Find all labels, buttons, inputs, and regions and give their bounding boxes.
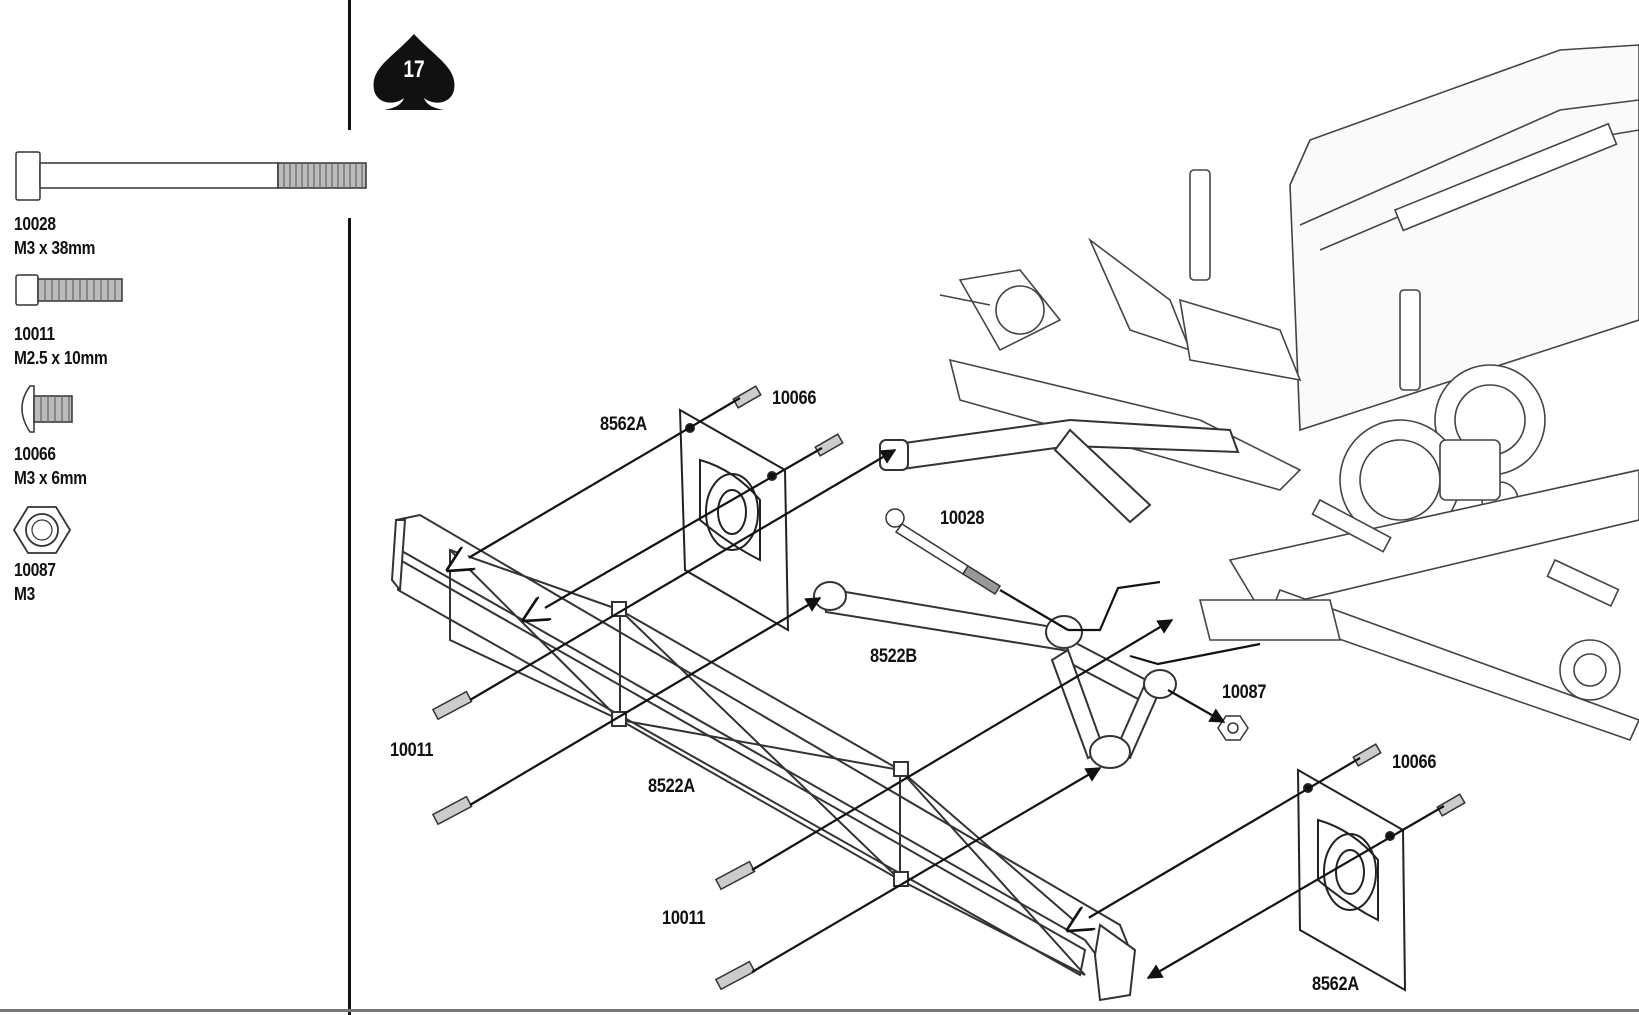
screw-10066-b [814, 433, 844, 457]
long-cap-screw-icon [15, 151, 367, 201]
mud-flap-8562a-bottom [1296, 768, 1407, 992]
screw-10011-4 [714, 960, 756, 991]
callout-10011-left: 10011 [390, 740, 434, 761]
step-number: 17 [403, 56, 425, 83]
callout-10087: 10087 [1222, 682, 1267, 703]
screw-10028 [885, 508, 1002, 596]
part-size: M3 x 38mm [14, 238, 96, 258]
part-number: 10087 [14, 560, 56, 580]
hardware-item-10087: 10087 M3 [14, 558, 56, 606]
part-number: 10066 [14, 444, 56, 464]
part-size: M2.5 x 10mm [14, 348, 108, 368]
lock-nut-icon [12, 506, 72, 554]
screw-10066-c [1352, 743, 1382, 767]
panel-divider [348, 0, 351, 1015]
assembly-arrows [448, 397, 1445, 979]
callout-10066-bottom: 10066 [1392, 752, 1437, 773]
mud-flap-8562a-top [678, 408, 790, 632]
part-size: M3 x 6mm [14, 468, 87, 488]
part-number: 10011 [14, 324, 55, 344]
lower-arm-8522b [813, 581, 1177, 769]
callout-8522b: 8522B [870, 646, 917, 667]
rear-brace-8522a [390, 513, 1137, 1002]
upper-arm-8522b [879, 418, 1240, 524]
cap-screw-icon [15, 274, 123, 306]
screw-10011-3 [714, 860, 756, 891]
callout-8562a-top: 8562A [600, 414, 647, 435]
screw-10066-a [732, 385, 762, 409]
screw-10066-d [1436, 793, 1466, 817]
callout-10011-bottom: 10011 [662, 908, 706, 929]
callout-10028: 10028 [940, 508, 985, 529]
nut-10087 [1217, 715, 1249, 741]
hardware-item-10011: 10011 M2.5 x 10mm [14, 322, 108, 370]
spade-step-icon [373, 34, 455, 110]
chassis-assembly [939, 44, 1639, 741]
callout-10066-top: 10066 [772, 388, 817, 409]
screw-10011-1 [431, 690, 473, 721]
button-head-screw-icon [21, 385, 73, 433]
hardware-item-10066: 10066 M3 x 6mm [14, 442, 87, 490]
bottom-rule [0, 1009, 1639, 1012]
callout-8562a-bottom: 8562A [1312, 974, 1359, 995]
callout-8522a: 8522A [648, 776, 695, 797]
hardware-item-10028: 10028 M3 x 38mm [14, 212, 95, 260]
screw-10011-2 [431, 795, 473, 826]
part-size: M3 [14, 584, 35, 604]
part-number: 10028 [14, 214, 56, 234]
